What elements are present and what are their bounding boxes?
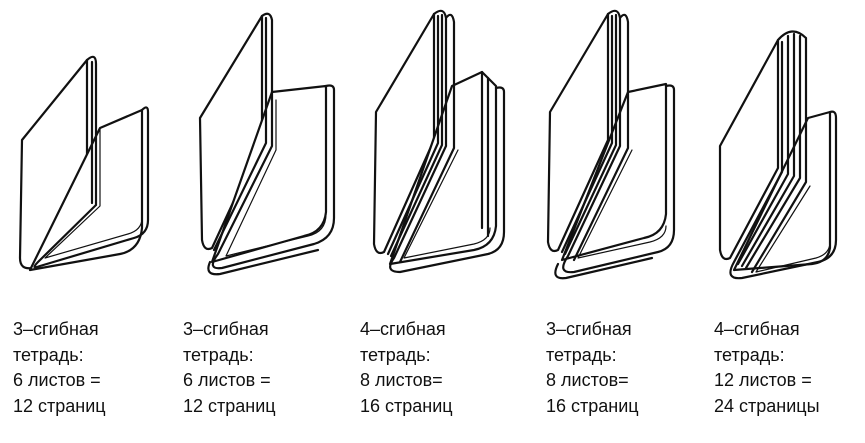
signature-5-fold-lines [729,30,838,280]
signature-2-page-count: 12 страниц [183,395,276,416]
signature-5-caption: 4–сгибная тетрадь: 12 листов = 24 страни… [714,317,865,419]
signature-2-illustration [198,12,336,276]
signature-3-front-sheet [372,12,436,255]
signature-2-caption: 3–сгибная тетрадь: 6 листов = 12 страниц [183,317,343,419]
signature-3-fold-type: 4–сгибная [360,319,446,339]
signature-5-inner-fold [755,185,831,273]
signature-4-caption: 3–сгибная тетрадь: 8 листов= 16 страниц [546,317,706,419]
signature-1-caption: 3–сгибная тетрадь: 6 листов = 12 страниц [13,317,173,419]
signature-5-fold-type: 4–сгибная [714,319,800,339]
signature-1-fold-lines [33,55,150,269]
signature-1-illustration [18,55,150,272]
signature-2-fold-lines [207,12,336,276]
signature-2-fold-type: 3–сгибная [183,319,269,339]
signature-4-sheet-count: 8 листов= [546,370,629,390]
signature-1-label: тетрадь: [13,344,84,365]
signature-1-back-sheet [28,108,144,272]
signature-4-inner-fold [577,149,667,259]
signature-4-fold-lines [554,9,676,280]
signature-1-inner-fold [44,127,143,259]
signature-4-front-sheet [546,12,610,253]
signature-2-label: тетрадь: [183,344,254,365]
signature-5-label: тетрадь: [714,344,785,365]
signature-5-sheet-count: 12 листов = [714,370,812,390]
signature-4-illustration [546,9,676,280]
signature-3-page-count: 16 страниц [360,395,453,416]
signature-5-illustration [718,30,838,280]
signature-3-sheet-count: 8 листов= [360,370,443,390]
signature-3-back-sheet [388,70,498,266]
signature-3-caption: 4–сгибная тетрадь: 8 листов= 16 страниц [360,317,520,419]
signature-5-page-count: 24 страницы [714,395,820,416]
signature-3-illustration [372,9,506,274]
signature-2-inner-fold [225,99,327,257]
signature-5-front-sheet [718,38,780,261]
signature-3-fold-lines [386,9,506,274]
signature-3-inner-fold [403,149,491,259]
signature-4-label: тетрадь: [546,344,617,365]
signature-1-page-count: 12 страниц [13,395,106,416]
signature-2-back-sheet [210,84,328,264]
signature-1-sheet-count: 6 листов = [13,370,101,390]
signature-4-page-count: 16 страниц [546,395,639,416]
signature-3-label: тетрадь: [360,344,431,365]
signature-1-fold-type: 3–сгибная [13,319,99,339]
signature-4-fold-type: 3–сгибная [546,319,632,339]
signature-2-sheet-count: 6 листов = [183,370,271,390]
